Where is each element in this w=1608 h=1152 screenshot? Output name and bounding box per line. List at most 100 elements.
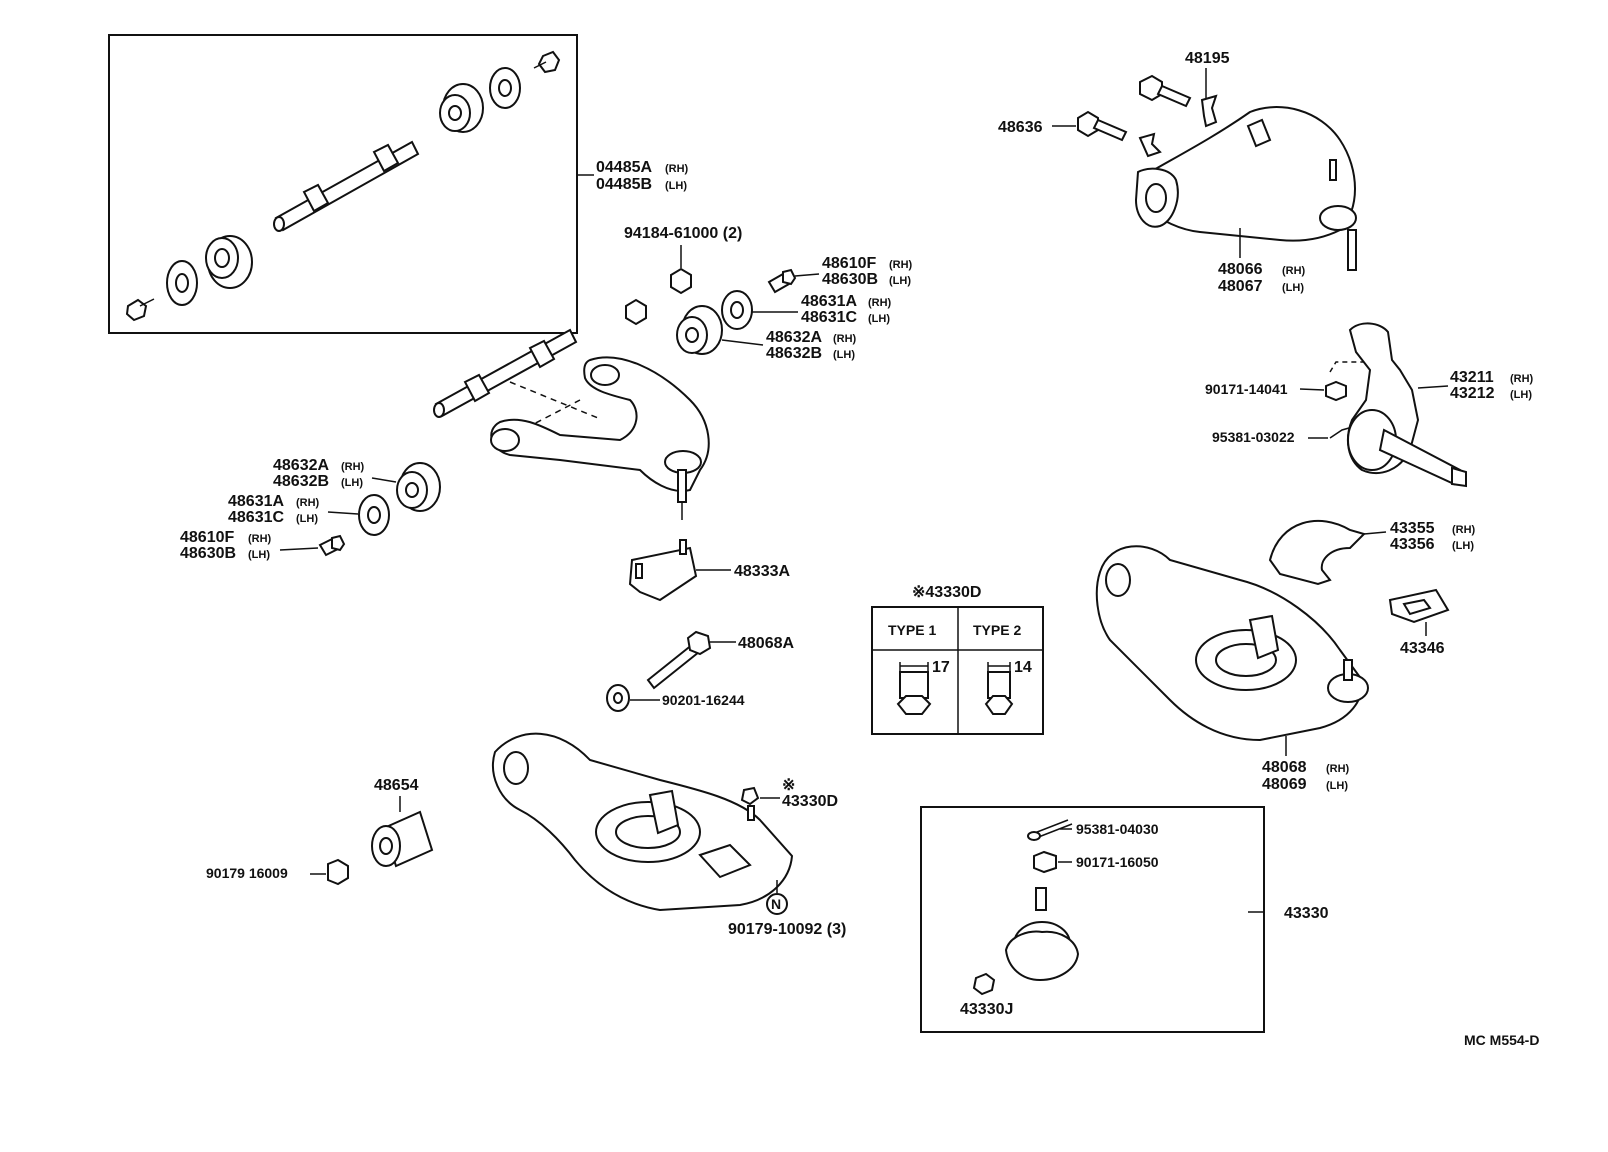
label-48636: 48636 (998, 119, 1043, 136)
label-90179-16009: 90179 16009 (206, 865, 288, 881)
label-48632a-top-side: (RH) (833, 333, 857, 345)
upper-bolt-top (767, 268, 820, 294)
label-48631c-top: 48631C (801, 309, 857, 326)
label-48630b-top-side: (LH) (889, 275, 911, 287)
label-48632a-left-side: (RH) (341, 461, 365, 473)
label-48631c-left-side: (LH) (296, 513, 318, 525)
label-48068-side: (RH) (1326, 763, 1350, 775)
type-table-heading: ※43330D (912, 584, 981, 601)
label-48631a-top: 48631A (801, 293, 857, 310)
label-48069-side: (LH) (1326, 780, 1348, 792)
label-48632a-top: 48632A (766, 329, 822, 346)
balljoint-castle-nut (1033, 850, 1072, 874)
kit-bolt-left (125, 298, 155, 322)
label-48632b-left: 48632B (273, 473, 329, 490)
left-washer (327, 494, 390, 536)
washer-90201 (606, 684, 660, 712)
label-48068a: 48068A (738, 635, 794, 652)
label-48631c-left: 48631C (228, 509, 284, 526)
balljoint-body (1004, 887, 1264, 982)
upper-arm-right (1134, 106, 1357, 271)
label-48066-side: (RH) (1282, 265, 1306, 277)
label-43356: 43356 (1390, 536, 1435, 553)
upper-bushing-top (676, 305, 764, 355)
type-2-header: TYPE 2 (973, 622, 1021, 638)
label-48630b-left: 48630B (180, 545, 236, 562)
type-2-dimension: 14 (1014, 659, 1032, 676)
bumper-43346 (1388, 588, 1450, 636)
label-04485b-side: (LH) (665, 180, 687, 192)
upper-nut (670, 245, 692, 295)
label-43355: 43355 (1390, 520, 1435, 537)
nut-n-marker: N (766, 880, 788, 915)
label-43330: 43330 (1284, 905, 1329, 922)
label-48631c-top-side: (LH) (868, 313, 890, 325)
label-48631a-left: 48631A (228, 493, 284, 510)
label-48654: 48654 (374, 777, 419, 794)
label-48610f-left-side: (RH) (248, 533, 272, 545)
label-95381-04030: 95381-04030 (1076, 821, 1159, 837)
label-48610f-top: 48610F (822, 255, 876, 272)
label-48632b-top-side: (LH) (833, 349, 855, 361)
label-04485a: 04485A (596, 159, 652, 176)
bolt-43330d (740, 786, 780, 821)
bolt-48068a (646, 630, 736, 690)
label-95381-03022: 95381-03022 (1212, 429, 1295, 445)
label-43355-side: (RH) (1452, 524, 1476, 536)
label-48631a-left-side: (RH) (296, 497, 320, 509)
knuckle-nut (1299, 361, 1368, 402)
shield-43355 (1268, 519, 1387, 586)
bolt-48636 (1052, 110, 1162, 158)
label-48069: 48069 (1262, 776, 1307, 793)
label-90201-16244: 90201-16244 (662, 692, 745, 708)
label-star-marker: ※ (782, 777, 795, 794)
lower-control-arm-left (492, 732, 794, 912)
nut-90179-16009 (310, 858, 349, 886)
label-43212-side: (LH) (1510, 389, 1532, 401)
label-48333a: 48333A (734, 563, 790, 580)
label-43212: 43212 (1450, 385, 1495, 402)
label-48067-side: (LH) (1282, 282, 1304, 294)
label-43330d: 43330D (782, 793, 838, 810)
type-1-dimension: 17 (932, 659, 950, 676)
kit-washer-right (489, 67, 521, 109)
kit-box-04485 (108, 34, 594, 334)
label-90171-16050: 90171-16050 (1076, 854, 1159, 870)
type-2-hex-bolt: 14 (984, 659, 1032, 715)
label-48610f-top-side: (RH) (889, 259, 913, 271)
type-1-header: TYPE 1 (888, 622, 936, 638)
label-48068: 48068 (1262, 759, 1307, 776)
type-table: ※43330D TYPE 1 TYPE 2 17 14 (871, 584, 1044, 735)
left-bolt (279, 534, 346, 557)
upper-nut-2 (625, 298, 647, 326)
label-43330j: 43330J (960, 1001, 1013, 1018)
lower-control-arm-right (1095, 545, 1369, 756)
label-48632b-left-side: (LH) (341, 477, 363, 489)
kit-washer-left (166, 260, 198, 306)
label-48631a-top-side: (RH) (868, 297, 892, 309)
bushing-48654 (371, 796, 434, 868)
kit-bushing-left (205, 235, 253, 289)
label-90179-10092: 90179-10092 (3) (728, 921, 846, 938)
clip-48195 (1200, 68, 1218, 128)
nut-n-letter: N (771, 896, 781, 912)
label-48066: 48066 (1218, 261, 1263, 278)
type-1-hex-bolt: 17 (896, 659, 950, 715)
steering-knuckle (1346, 322, 1467, 488)
upper-washer-top (721, 290, 798, 330)
kit-bolt-right (533, 50, 561, 74)
label-48067: 48067 (1218, 278, 1263, 295)
label-48195: 48195 (1185, 50, 1230, 67)
label-04485b: 04485B (596, 176, 652, 193)
balljoint-bolt (972, 972, 996, 996)
label-94184-61000: 94184-61000 (2) (624, 225, 742, 242)
balljoint-cotter-pin (1027, 819, 1073, 841)
cam-bolt-upper (1139, 74, 1192, 108)
plate-48333a (628, 539, 731, 602)
balljoint-box-43330: 95381-04030 90171-16050 43330J (920, 806, 1265, 1033)
label-48630b-top: 48630B (822, 271, 878, 288)
diagram-code: MC M554-D (1464, 1032, 1539, 1048)
label-48630b-left-side: (LH) (248, 549, 270, 561)
label-48610f-left: 48610F (180, 529, 234, 546)
